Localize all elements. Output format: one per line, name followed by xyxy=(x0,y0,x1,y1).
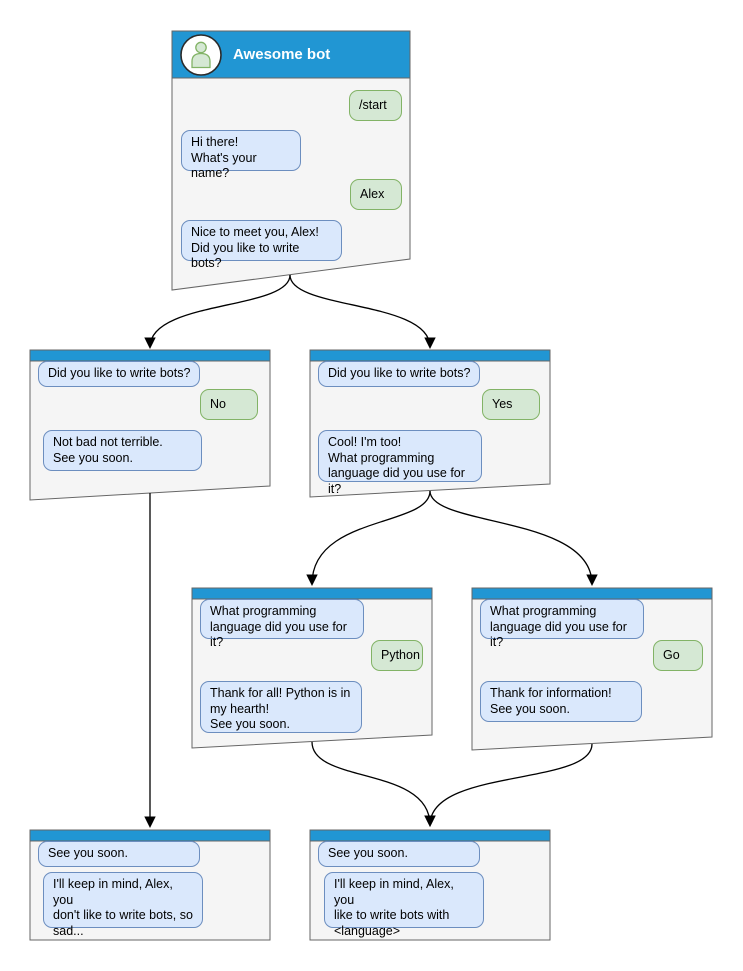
bot-message-bubble: See you soon. xyxy=(38,841,200,867)
user-message-bubble: /start xyxy=(349,90,402,121)
bot-title: Awesome bot xyxy=(233,46,331,63)
bot-avatar-icon xyxy=(180,34,222,76)
python-window-title-bar xyxy=(191,587,433,600)
bot-message-bubble: Cool! I'm too! What programming language… xyxy=(318,430,482,496)
bot-message-bubble: Hi there! What's your name? xyxy=(181,130,301,180)
yes-window-title-bar xyxy=(309,349,551,362)
bot-message-bubble: What programming language did you use fo… xyxy=(480,599,644,649)
edge-main-to-no xyxy=(144,274,291,349)
bot-message-bubble: Thank for all! Python is in my hearth! S… xyxy=(200,681,362,733)
end-no-window-title-bar xyxy=(29,829,271,842)
bot-message-bubble: What programming language did you use fo… xyxy=(200,599,364,649)
bot-message-bubble: I'll keep in mind, Alex, you like to wri… xyxy=(324,872,484,938)
edge-main-to-yes xyxy=(289,274,436,349)
end-yes-window-title-bar xyxy=(309,829,551,842)
bot-message-bubble: Thank for information! See you soon. xyxy=(480,681,642,722)
go-window-title-bar xyxy=(471,587,713,600)
bot-message-bubble: I'll keep in mind, Alex, you don't like … xyxy=(43,872,203,938)
edge-python-to-end-yes xyxy=(311,741,436,827)
user-message-bubble: Go xyxy=(653,640,703,671)
bot-message-bubble: Did you like to write bots? xyxy=(38,361,200,387)
user-message-bubble: Python xyxy=(371,640,423,671)
user-message-bubble: Alex xyxy=(350,179,402,210)
no-window-title-bar xyxy=(29,349,271,362)
bot-message-bubble: See you soon. xyxy=(318,841,480,867)
edge-yes-to-go xyxy=(429,490,598,586)
user-message-bubble: Yes xyxy=(482,389,540,420)
bot-message-bubble: Did you like to write bots? xyxy=(318,361,480,387)
bot-message-bubble: Not bad not terrible. See you soon. xyxy=(43,430,202,471)
bot-message-bubble: Nice to meet you, Alex! Did you like to … xyxy=(181,220,342,270)
edge-go-to-end-yes xyxy=(424,743,593,827)
user-message-bubble: No xyxy=(200,389,258,420)
edge-yes-to-python xyxy=(306,490,431,586)
